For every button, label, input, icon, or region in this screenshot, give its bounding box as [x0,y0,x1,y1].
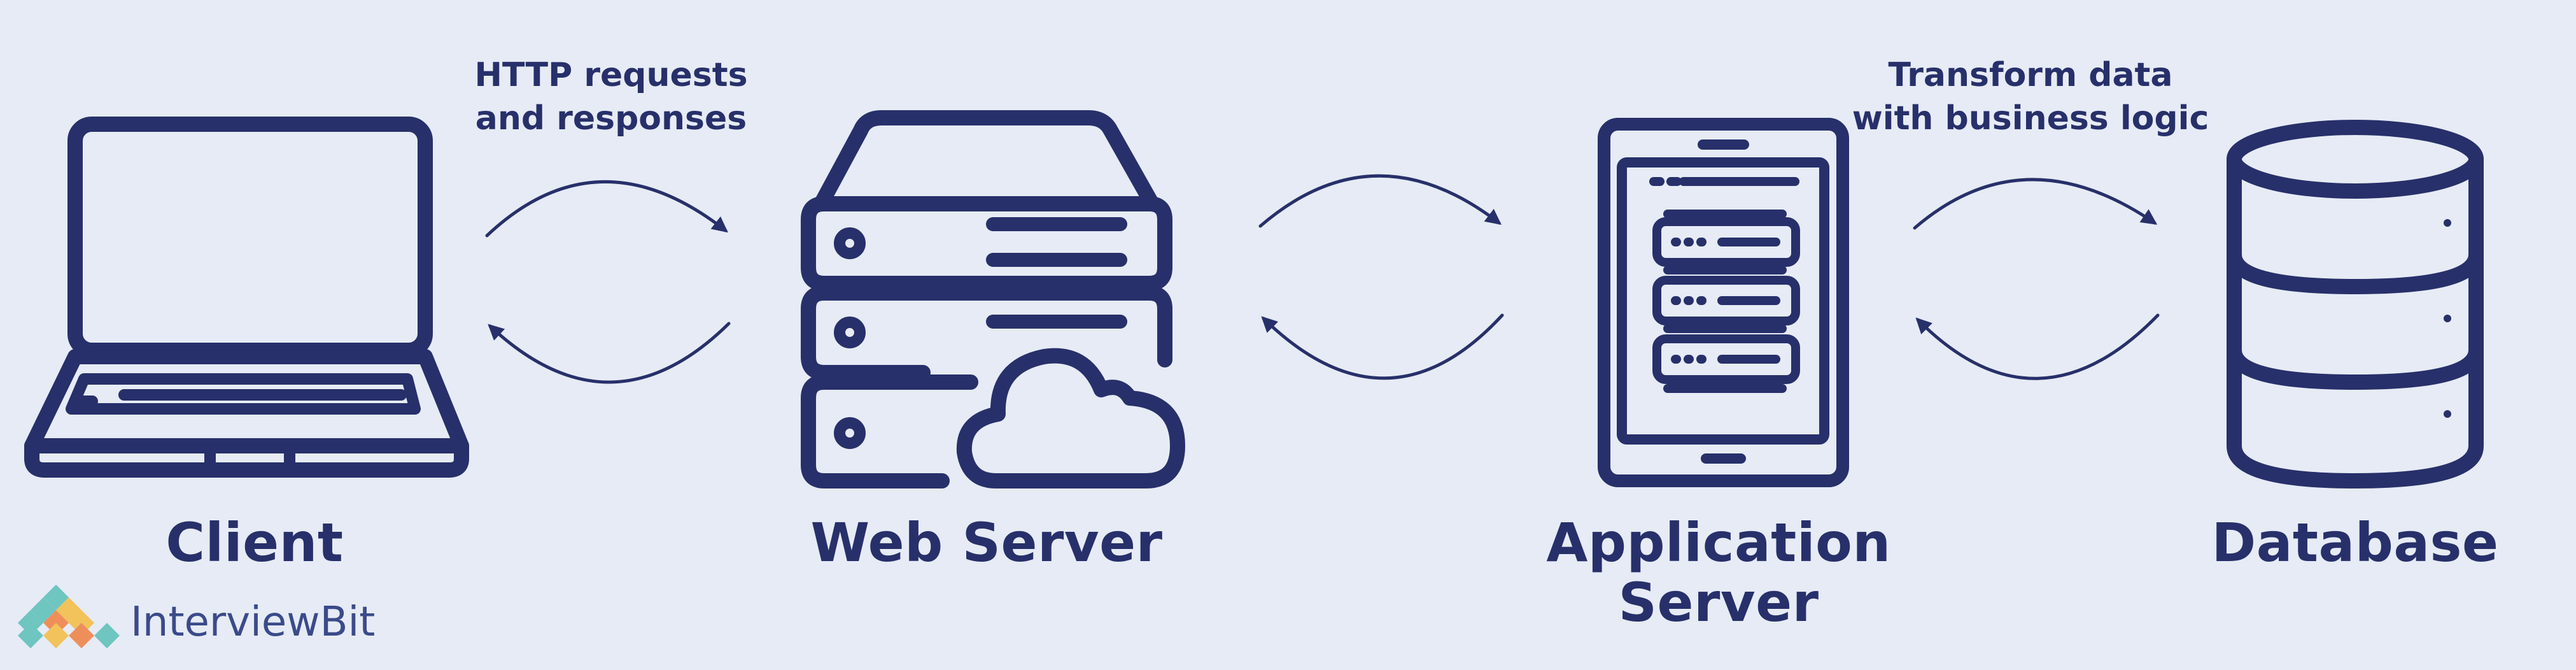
edge-label-client-web: HTTP requests and responses [474,56,748,138]
laptop-icon [24,117,469,478]
cloud-icon [956,348,1185,488]
database-icon [2227,120,2484,488]
arrow-web-to-client [488,322,731,384]
interviewbit-logo-text: InterviewBit [130,599,376,646]
edge-label-app-db: Transform data with business logic [1852,56,2209,138]
arrow-app-to-db [1913,178,2158,230]
node-label-application-server: Application Server [1546,511,1891,634]
node-label-database: Database [2211,511,2499,574]
application-server-icon [1598,118,1849,487]
arrow-db-to-app [1915,313,2160,380]
node-label-web-server: Web Server [810,511,1163,574]
arrow-client-to-web [485,180,728,238]
node-label-client: Client [165,511,344,574]
web-server-icon [801,110,1172,488]
arrow-app-to-web [1261,313,1504,380]
interviewbit-logo-icon [18,585,120,648]
arrow-web-to-app [1258,174,1502,228]
